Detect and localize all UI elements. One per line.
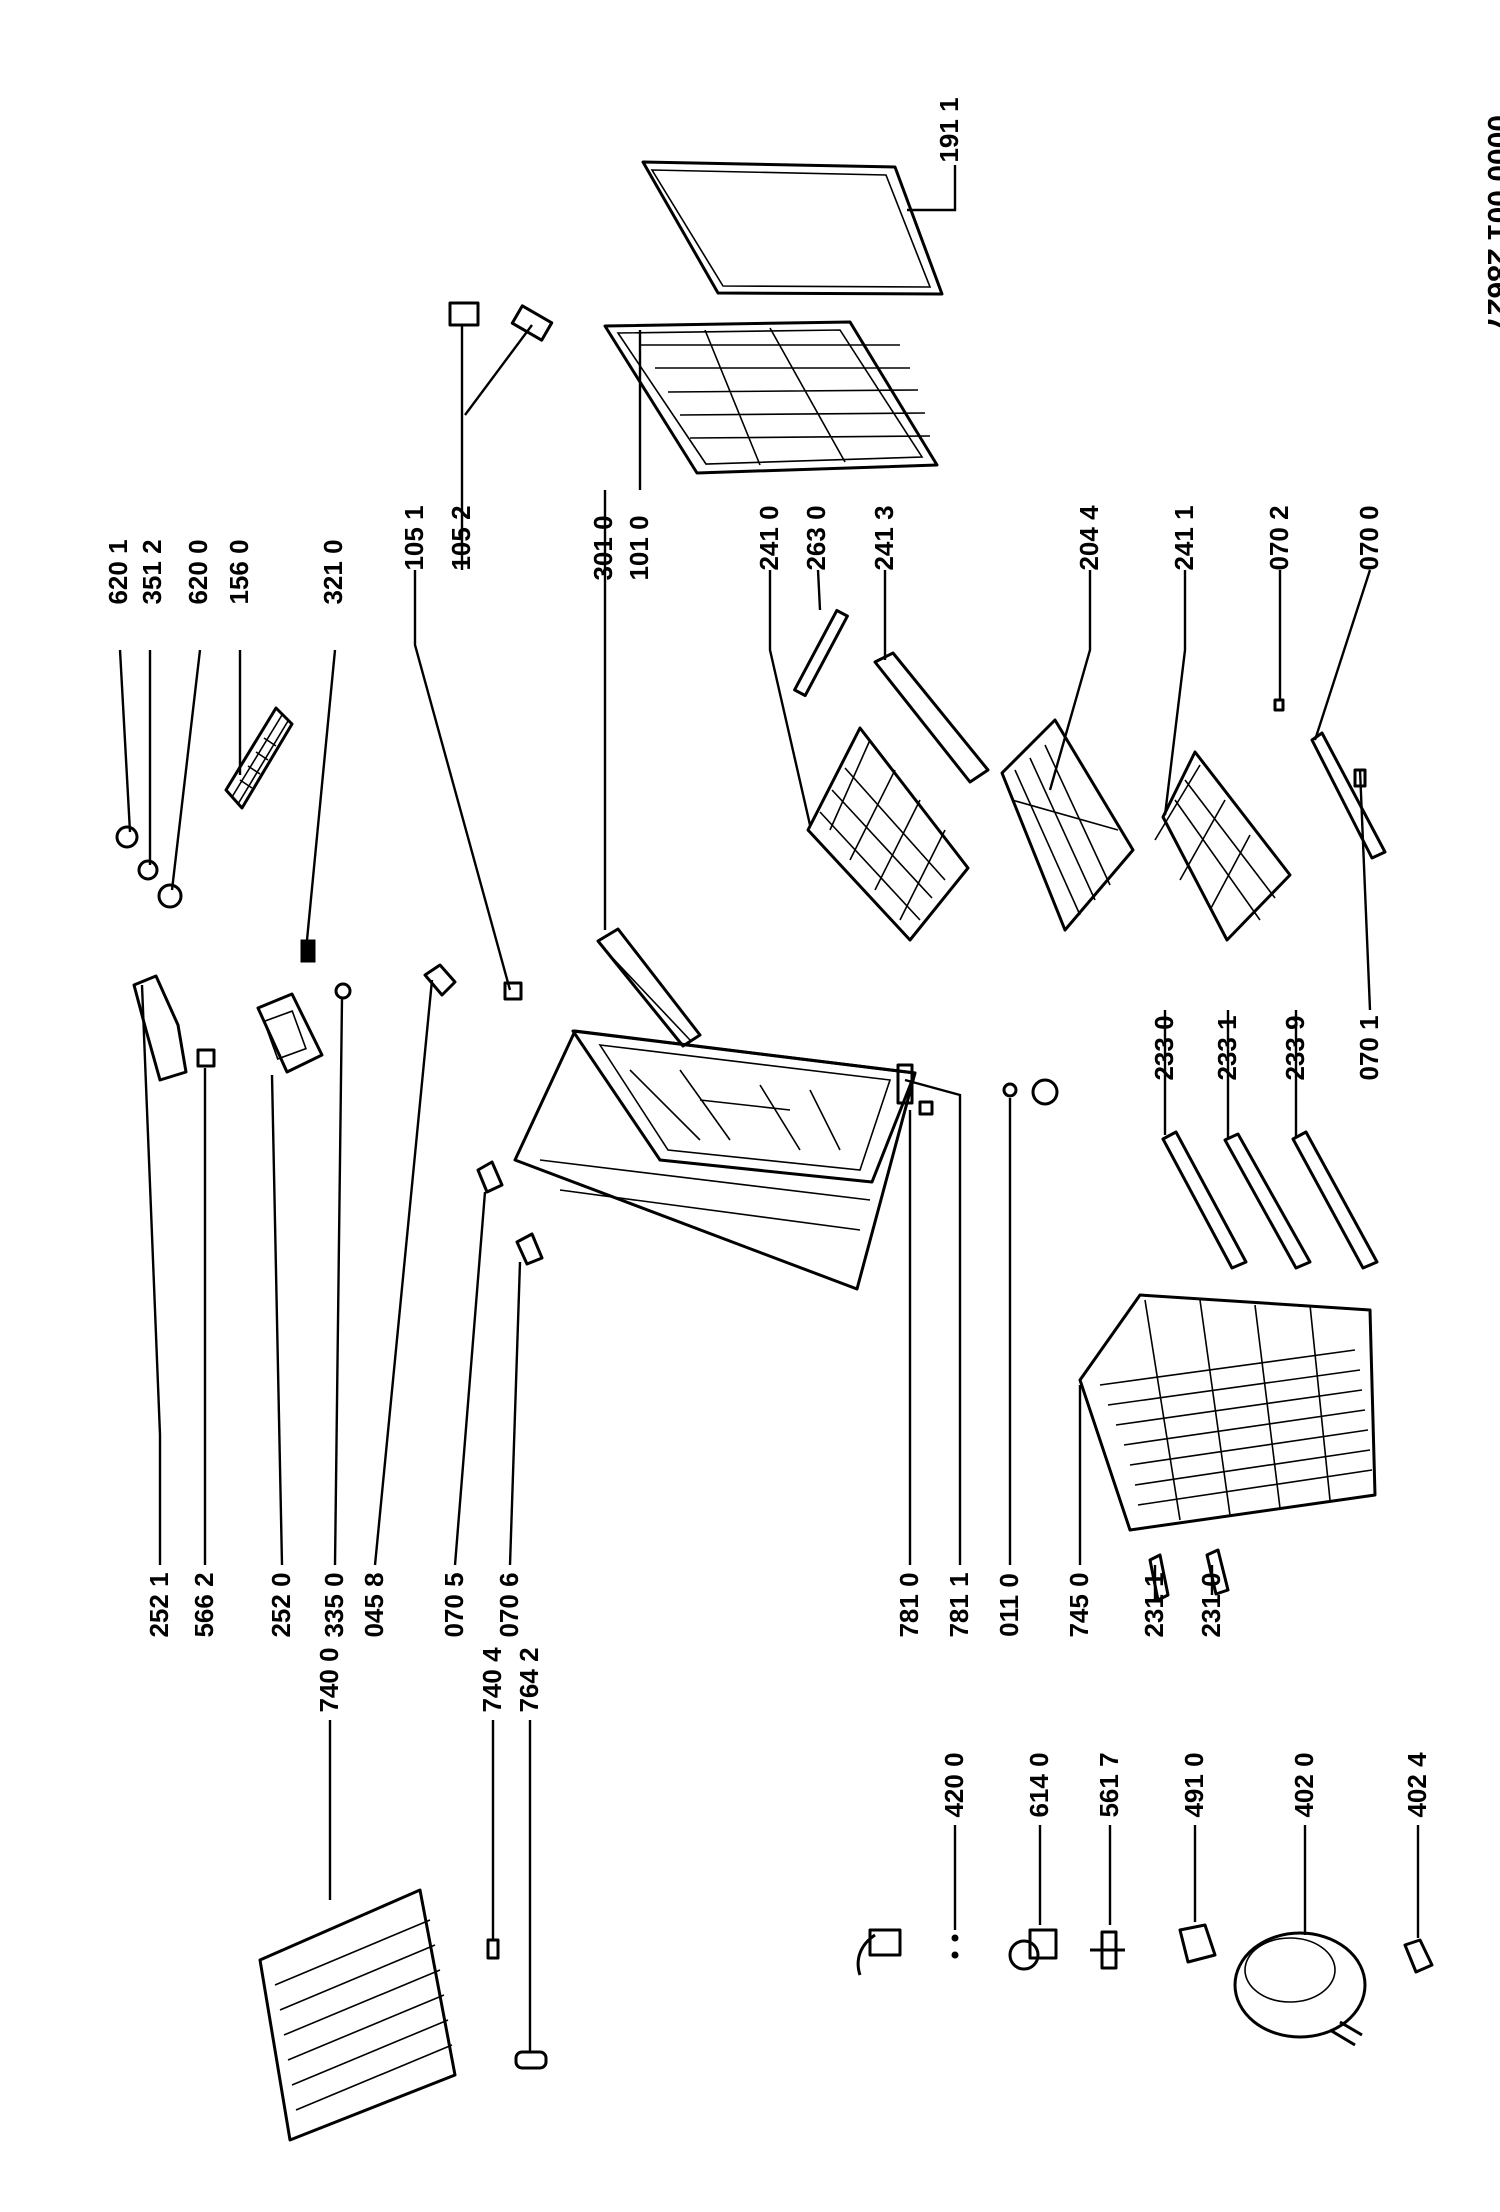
label-402-4: 402 4 [1402,1752,1432,1818]
label-781-1: 781 1 [944,1572,974,1637]
label-233-0: 233 0 [1149,1015,1179,1080]
label-231-1: 231 1 [1139,1572,1169,1637]
label-105-2: 105 2 [446,505,476,570]
overload-drawing [1090,1930,1125,1970]
label-335-0: 335 0 [319,1572,349,1637]
label-740-0: 740 0 [314,1647,344,1712]
basket-handle-drawing [793,608,849,698]
label-233-9: 233 9 [1280,1015,1310,1080]
knobs-drawing [115,825,183,909]
label-252-1: 252 1 [144,1572,174,1637]
control-housing-drawing [256,992,324,1074]
label-070-1: 070 1 [1354,1015,1384,1080]
part-labels: 191 1 101 0 301 0 105 1 105 2 620 1 351 … [103,97,1432,1817]
hinges-drawing [423,963,544,1266]
label-402-0: 402 0 [1289,1752,1319,1817]
condenser-drawing [258,1888,457,2142]
label-070-0: 070 0 [1354,505,1384,570]
label-156-0: 156 0 [224,539,254,604]
upper-basket-drawing [806,726,970,942]
label-101-0: 101 0 [624,515,654,580]
cabinet-small-parts-drawing [896,1063,1059,1116]
document-number: 0000 001 28627 [1481,115,1500,332]
compressor-grommet-drawing [1403,1938,1434,1974]
label-740-4: 740 4 [477,1647,507,1713]
shelf-rails-drawing [1161,1130,1379,1270]
label-204-4: 204 4 [1074,505,1104,571]
label-070-2: 070 2 [1264,505,1294,570]
label-561-7: 561 7 [1094,1752,1124,1817]
label-745-0: 745 0 [1064,1572,1094,1637]
label-241-3: 241 3 [869,505,899,570]
label-614-0: 614 0 [1024,1752,1054,1817]
label-351-2: 351 2 [137,539,167,604]
leader-lines [118,165,1420,2052]
evaporator-drawing [1078,1293,1377,1532]
label-045-8: 045 8 [359,1572,389,1637]
label-764-2: 764 2 [514,1647,544,1712]
label-781-0: 781 0 [894,1572,924,1637]
label-252-0: 252 0 [266,1572,296,1637]
power-cord-drawing [856,1928,959,1976]
hinge-kit-drawing [448,301,554,342]
label-321-0: 321 0 [318,539,348,604]
feet-drawing [1273,698,1387,860]
label-070-5: 070 5 [439,1572,469,1637]
label-263-0: 263 0 [801,505,831,570]
label-070-6: 070 6 [494,1572,524,1637]
door-gasket-drawing [641,160,944,296]
label-231-0: 231 0 [1196,1572,1226,1637]
screws-drawing [300,939,523,1001]
cabinet-drawing [513,1029,917,1291]
door-drawing [603,320,939,475]
basket-front-drawing [873,651,990,784]
label-191-1: 191 1 [934,97,964,162]
label-566-2: 566 2 [189,1572,219,1637]
label-420-0: 420 0 [939,1752,969,1817]
label-620-0: 620 0 [183,539,213,604]
ice-tray-drawing [224,706,294,810]
label-241-1: 241 1 [1169,505,1199,570]
drawer-drawing [1000,718,1135,932]
label-301-0: 301 0 [588,515,618,580]
label-233-1: 233 1 [1212,1015,1242,1080]
label-011-0: 011 0 [994,1573,1024,1637]
label-491-0: 491 0 [1179,1752,1209,1817]
relay-cover-drawing [1178,1923,1217,1964]
lower-basket-drawing [1154,750,1292,942]
label-105-1: 105 1 [399,505,429,570]
condenser-parts-drawing [486,1938,548,2070]
thermostat-cover-drawing [132,974,216,1082]
compressor-drawing [1233,1931,1367,2047]
label-620-1: 620 1 [103,539,133,604]
label-241-0: 241 0 [754,505,784,570]
relay-drawing [1008,1928,1058,1971]
door-handle-drawing [596,927,702,1048]
